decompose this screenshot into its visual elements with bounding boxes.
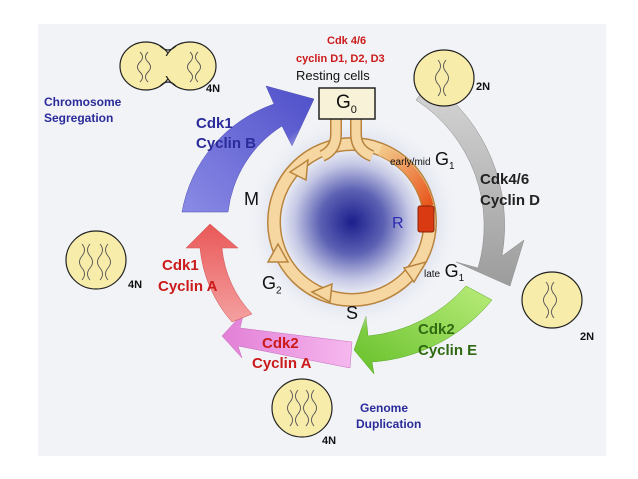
cyclin-e-arrow: [353, 285, 493, 375]
restriction-point: [417, 205, 435, 233]
label-cyclin-b: Cyclin B: [196, 135, 257, 152]
phase-g2-letter: G: [262, 273, 277, 293]
ring-arrow-m: [288, 158, 309, 182]
cyclin-a1-arrow: [185, 223, 253, 323]
g0-box: [318, 87, 376, 120]
early-g1-segment: [377, 144, 434, 208]
phase-early-g1-sub: 1: [449, 161, 455, 173]
phase-g0: G0: [336, 93, 357, 116]
cell-right: [521, 271, 583, 329]
phase-early-g1: early/mid G1: [390, 150, 455, 172]
cell-bottom: [271, 378, 333, 438]
phase-g2-sub: 2: [276, 285, 282, 297]
label-cdk2-e: Cdk2: [418, 321, 455, 338]
cell-left: [65, 230, 127, 290]
ploidy-top-left: 4N: [206, 83, 221, 95]
phase-late-g1: late G1: [424, 262, 464, 284]
ploidy-right: 2N: [580, 331, 595, 343]
phase-early-g1-prefix: early/mid: [390, 157, 431, 168]
label-cdk1-b: Cdk1: [196, 115, 233, 132]
label-cdk1-a: Cdk1: [162, 257, 199, 274]
g0-stem-left-fill: [319, 117, 341, 161]
phase-s: S: [346, 303, 359, 323]
cell-top-right: [413, 49, 475, 107]
annotation-cyclin-d123: cyclin D1, D2, D3: [296, 53, 385, 65]
label-segregation: Segregation: [44, 111, 114, 125]
phase-g2: G2: [262, 274, 282, 297]
phase-g0-sub: 0: [350, 103, 357, 116]
annotation-resting-cells: Resting cells: [296, 68, 370, 83]
phase-late-g1-prefix: late: [424, 269, 441, 280]
label-cyclin-a-1: Cyclin A: [158, 278, 218, 295]
cell-top-left: [119, 41, 217, 91]
ploidy-bottom: 4N: [322, 435, 337, 447]
ring-arrow-late-g1: [402, 260, 428, 284]
phase-late-g1-letter: G: [444, 261, 459, 281]
label-chromosome: Chromosome: [44, 95, 122, 109]
nucleus: [280, 150, 424, 294]
phase-g0-letter: G: [336, 92, 351, 113]
annotation-cdk46: Cdk 4/6: [327, 35, 367, 47]
phase-m: M: [244, 189, 259, 209]
ploidy-top-right: 2N: [476, 81, 491, 93]
cyclin-d-arrow: [415, 81, 525, 287]
ploidy-left: 4N: [128, 279, 143, 291]
phase-early-g1-letter: G: [435, 149, 450, 169]
phase-late-g1-sub: 1: [458, 273, 465, 285]
label-cyclin-d: Cyclin D: [480, 192, 541, 209]
ring-arrow-s: [310, 282, 333, 304]
label-cyclin-a-2: Cyclin A: [252, 355, 312, 372]
cyclin-a2-arrow: [221, 311, 353, 369]
ring-arrow-g2: [266, 242, 290, 263]
label-duplication: Duplication: [356, 417, 422, 431]
label-cdk2-a: Cdk2: [262, 335, 299, 352]
label-genome: Genome: [360, 401, 409, 415]
g0-stem-right-fill: [351, 117, 374, 161]
label-cyclin-e: Cyclin E: [418, 342, 478, 359]
label-cdk46: Cdk4/6: [480, 171, 530, 188]
cyclin-b-arrow: [181, 85, 315, 213]
restriction-label: R: [392, 215, 404, 232]
